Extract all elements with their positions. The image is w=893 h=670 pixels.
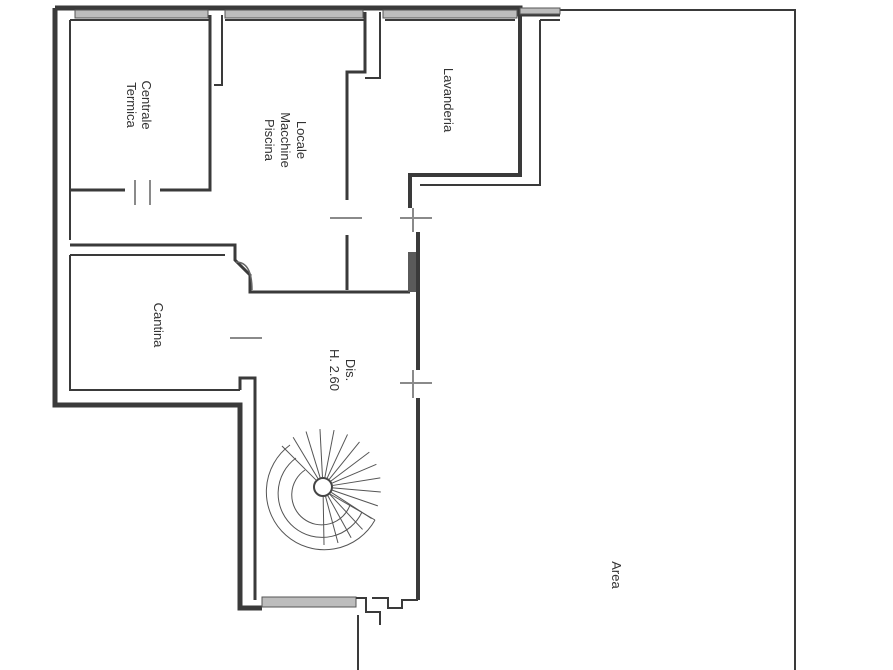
room-label-line: Macchine: [278, 112, 293, 168]
room-label-line: Lavanderia: [441, 68, 456, 133]
room-label-lavanderia: Lavanderia: [441, 68, 456, 133]
stair-tread: [324, 429, 335, 478]
room-label-line: Cantina: [151, 303, 166, 349]
stair-tread: [332, 477, 381, 486]
room-label-locale-macchine: Locale Macchine Piscina: [262, 112, 309, 168]
windows: [74, 7, 561, 19]
room-label-cantina: Cantina: [151, 303, 166, 349]
building-walls: [52, 5, 560, 625]
room-label-disimpegno: Dis. H. 2.60: [327, 349, 358, 391]
stair-tread: [327, 495, 352, 538]
stair-tread: [322, 496, 325, 545]
property-boundary: [357, 9, 796, 670]
stair-tread: [332, 487, 381, 493]
stair-tread: [281, 445, 317, 481]
stair-tread: [305, 431, 321, 478]
stair-tread: [325, 496, 339, 544]
room-label-line: Termica: [124, 82, 139, 128]
stair-tread: [328, 441, 360, 480]
stair-tread: [319, 429, 323, 478]
room-label-line: Dis.: [343, 359, 358, 381]
room-label-line: Area: [609, 561, 624, 589]
room-label-line: H. 2.60: [327, 349, 342, 391]
stair-tread: [326, 434, 348, 479]
room-label-line: Centrale: [139, 80, 154, 129]
room-label-line: Piscina: [262, 119, 277, 162]
door-markers: [134, 180, 432, 398]
room-label-area: Area: [609, 561, 624, 589]
room-label-line: Locale: [294, 121, 309, 159]
stair-tread: [292, 437, 319, 479]
stair-tread: [329, 493, 363, 530]
spiral-staircase: [265, 429, 381, 551]
stair-tread: [332, 489, 379, 507]
room-label-centrale-termica: Centrale Termica: [124, 80, 154, 129]
stair-tread: [330, 451, 370, 482]
stair-tread: [332, 463, 377, 484]
